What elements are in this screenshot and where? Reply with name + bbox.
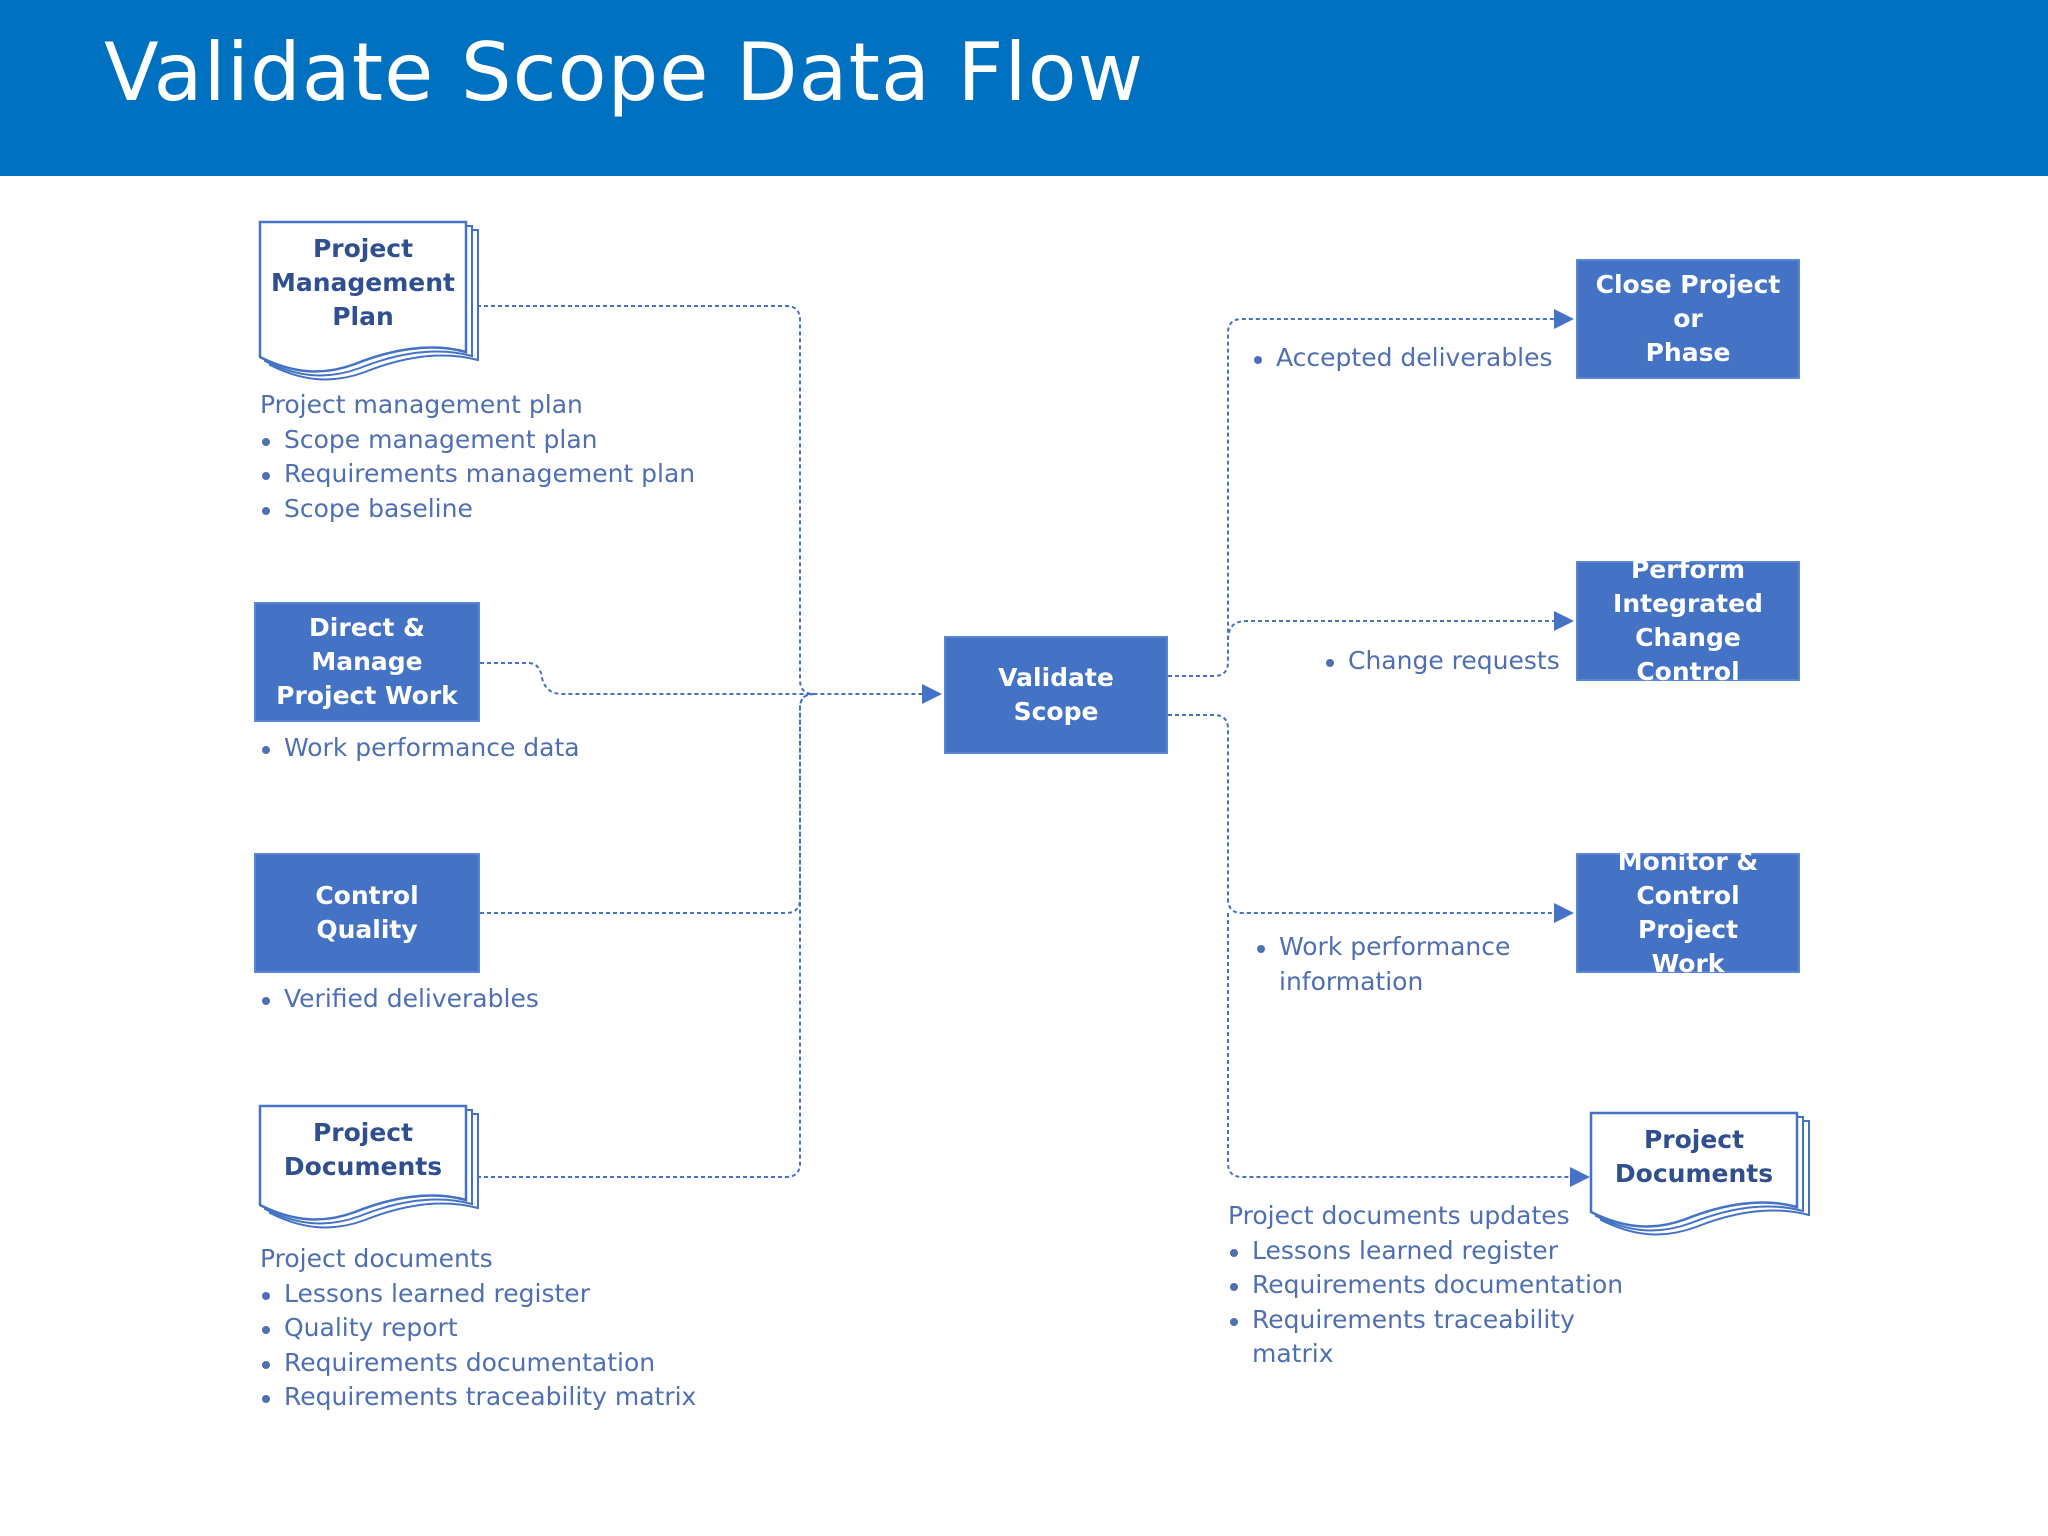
caption-perform-integrated-change-control: Change requests [1324,644,1574,679]
process-validate-scope[interactable]: Validate Scope [944,636,1168,754]
connector-project-documents-out [1227,913,1590,1187]
caption-project-documents: Project documents Lessons learned regist… [260,1242,730,1415]
output-monitor-control-project-work[interactable]: Monitor & Control Project Work [1576,847,1800,978]
list-item: Lessons learned register [260,1277,730,1312]
input-control-quality[interactable]: Control Quality [254,853,480,973]
input-project-documents[interactable]: Project Documents [283,1118,443,1181]
list-item: Verified deliverables [260,982,720,1017]
list-item: Work performance data [260,731,720,766]
caption-project-management-plan: Project management plan Scope management… [260,388,720,526]
output-perform-integrated-change-control[interactable]: Perform Integrated Change Control [1576,555,1800,686]
output-project-documents[interactable]: Project Documents [1614,1125,1774,1188]
connector-close-project [1168,309,1574,677]
output-close-project-or-phase[interactable]: Close Project or Phase [1576,259,1800,379]
caption-project-documents-updates: Project documents updates Lessons learne… [1228,1199,1628,1372]
connector-control-quality [480,693,815,914]
connector-pm-plan [470,305,815,695]
list-item: Accepted deliverables [1252,341,1572,376]
caption-close-project-or-phase: Accepted deliverables [1252,341,1572,376]
connector-change-control [1227,611,1574,641]
input-direct-manage-project-work[interactable]: Direct & Manage Project Work [254,602,480,722]
document-shape-pm-plan [258,220,479,381]
list-item: Lessons learned register [1228,1234,1628,1269]
caption-monitor-control-project-work: Work performance information [1255,930,1555,999]
input-project-management-plan[interactable]: Project Management Plan [270,234,456,331]
caption-control-quality: Verified deliverables [260,982,720,1017]
list-item: Scope management plan [260,423,720,458]
connector-monitor-control [1168,714,1574,923]
connector-project-documents-in [470,693,815,1178]
list-item: Scope baseline [260,492,720,527]
list-item: Quality report [260,1311,730,1346]
connector-direct-manage [480,662,942,704]
list-item: Requirements documentation [260,1346,730,1381]
list-item: Requirements management plan [260,457,720,492]
caption-head: Project documents updates [1228,1201,1570,1230]
list-item: Requirements documentation [1228,1268,1628,1303]
caption-head: Project management plan [260,390,583,419]
document-shape-project-documents-in [258,1104,479,1229]
caption-direct-manage-project-work: Work performance data [260,731,720,766]
page-title: Validate Scope Data Flow [104,26,1145,119]
list-item: Requirements traceability matrix [1228,1303,1628,1372]
document-shape-project-documents-out [1589,1111,1810,1236]
title-bar: Validate Scope Data Flow [0,0,2048,176]
list-item: Requirements traceability matrix [260,1380,730,1415]
list-item: Work performance information [1255,930,1555,999]
caption-head: Project documents [260,1244,493,1273]
list-item: Change requests [1324,644,1574,679]
